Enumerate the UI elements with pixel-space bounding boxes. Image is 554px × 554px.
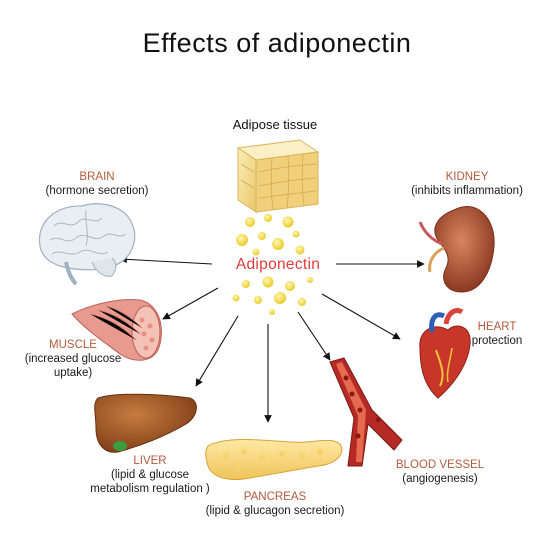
heart-name: HEART	[477, 321, 517, 333]
blood-vessel-name: BLOOD VESSEL	[395, 459, 485, 471]
arrow-to-blood-vessel	[297, 311, 331, 361]
adiponectin-label: Adiponectin	[235, 256, 321, 273]
brain-name: BRAIN	[79, 171, 115, 183]
arrow-to-brain	[119, 255, 213, 265]
adipose-tissue-cube	[236, 139, 320, 213]
brain-desc: (hormone secretion)	[45, 185, 149, 197]
heart-illustration	[419, 308, 471, 399]
liver-illustration	[94, 393, 197, 453]
adipose-tissue-label: Adipose tissue	[232, 117, 318, 132]
effect-arrows	[119, 255, 425, 423]
liver-desc-1: (lipid & glucose	[111, 469, 189, 481]
pancreas-label: PANCREAS (lipid & glucagon secretion)	[190, 490, 360, 518]
liver-name: LIVER	[133, 455, 167, 467]
arrow-to-liver	[195, 315, 239, 387]
muscle-label: MUSCLE (increased glucose uptake)	[18, 338, 128, 380]
pancreas-illustration	[205, 439, 343, 480]
liver-label: LIVER (lipid & glucose metabolism regula…	[80, 454, 220, 496]
blood-vessel-label: BLOOD VESSEL (angiogenesis)	[380, 458, 500, 486]
arrow-to-heart	[321, 293, 401, 340]
blood-vessel-desc: (angiogenesis)	[402, 473, 478, 485]
kidney-label: KIDNEY (inhibits inflammation)	[392, 170, 542, 198]
muscle-name: MUSCLE	[49, 339, 97, 351]
diagram-title: Effects of adiponectin	[142, 28, 412, 58]
heart-label: HEART protection	[462, 320, 532, 348]
kidney-name: KIDNEY	[445, 171, 489, 183]
arrow-to-muscle	[162, 287, 219, 320]
heart-desc: protection	[471, 335, 523, 347]
pancreas-desc: (lipid & glucagon secretion)	[205, 505, 345, 517]
muscle-desc-1: (increased glucose	[24, 353, 122, 365]
blood-vessel-illustration	[329, 357, 403, 467]
kidney-desc: (inhibits inflammation)	[411, 185, 523, 197]
kidney-illustration	[418, 205, 495, 293]
muscle-illustration	[71, 299, 162, 361]
adiponectin-particles	[232, 214, 313, 315]
liver-desc-2: metabolism regulation )	[90, 483, 210, 495]
brain-illustration	[38, 203, 136, 286]
brain-label: BRAIN (hormone secretion)	[22, 170, 172, 198]
pancreas-name: PANCREAS	[243, 491, 307, 503]
muscle-desc-2: uptake)	[53, 367, 93, 379]
